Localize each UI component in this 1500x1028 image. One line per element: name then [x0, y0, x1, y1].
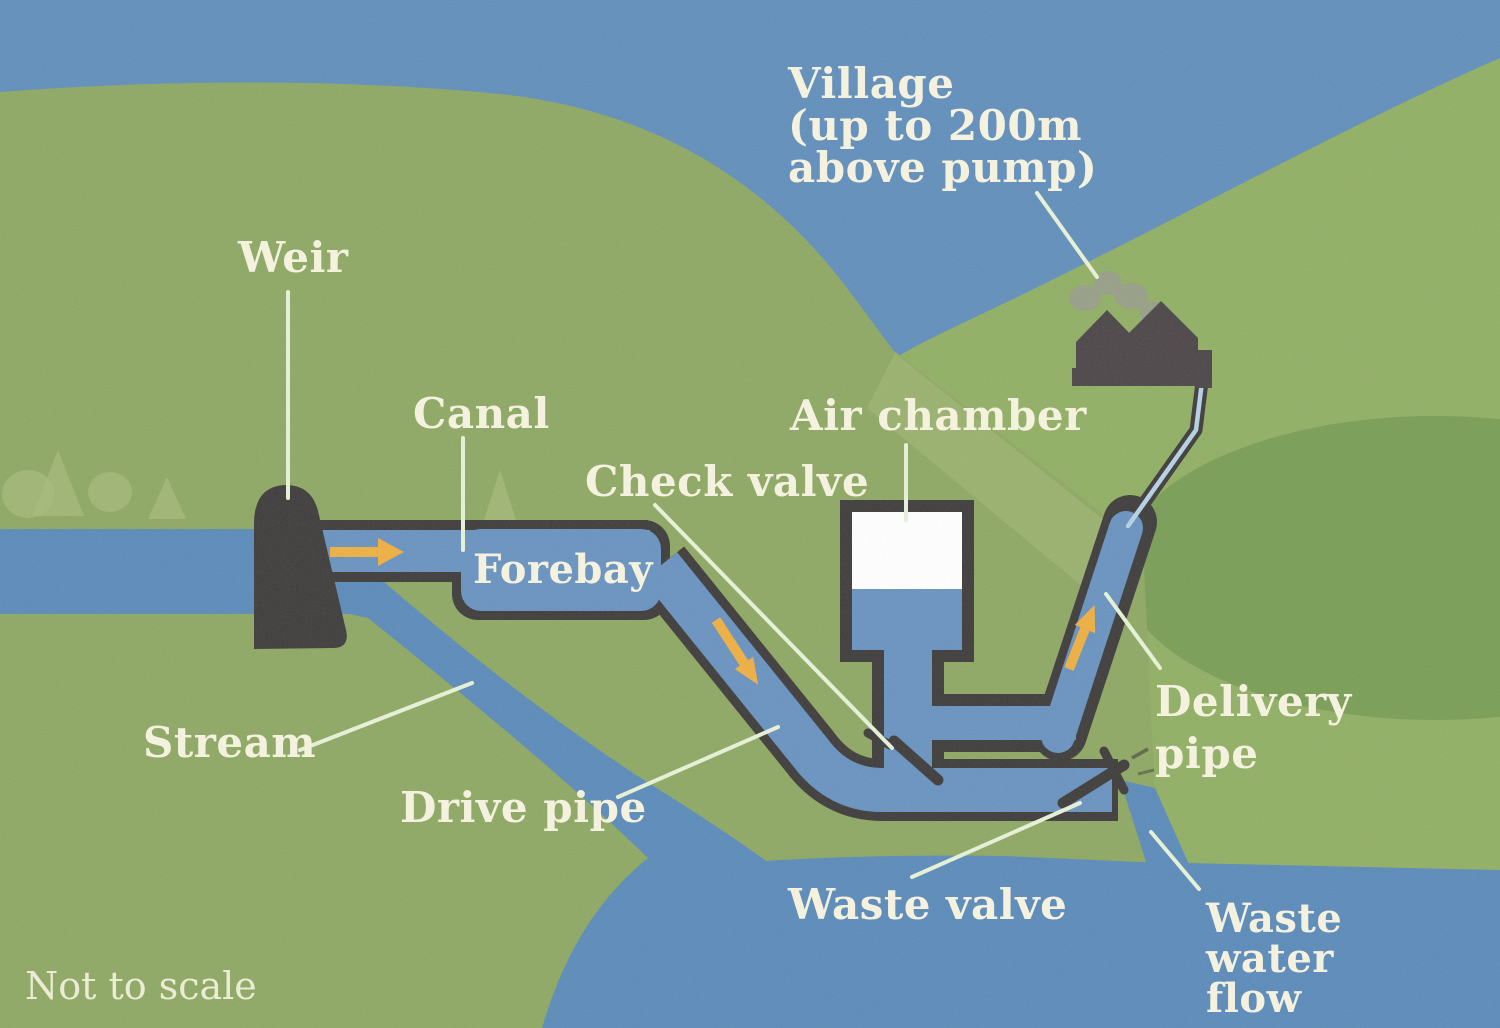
forebay-label: Forebay — [473, 546, 654, 593]
village-label-line1: Village — [787, 59, 955, 108]
not-to-scale-note: Not to scale — [25, 964, 257, 1008]
delivery-pipe-label-line2: pipe — [1155, 729, 1258, 778]
stream-label: Stream — [143, 718, 316, 767]
waste-valve-label: Waste valve — [787, 880, 1067, 929]
waste-water-label-line1: Waste — [1205, 895, 1342, 942]
waste-water-label-line3: flow — [1206, 975, 1303, 1022]
weir-label: Weir — [237, 233, 349, 282]
village-label-line3: above pump) — [788, 143, 1097, 192]
village-label-line2: (up to 200m — [788, 101, 1082, 150]
air-chamber-label: Air chamber — [789, 391, 1087, 440]
drive-pipe-label: Drive pipe — [400, 783, 647, 832]
check-valve-label: Check valve — [585, 457, 869, 506]
labels: Weir Canal Check valve Air chamber Villa… — [25, 59, 1353, 1022]
waste-water-label-line2: water — [1205, 935, 1334, 982]
delivery-pipe-label-line1: Delivery — [1155, 677, 1353, 726]
canal-label: Canal — [413, 389, 550, 438]
